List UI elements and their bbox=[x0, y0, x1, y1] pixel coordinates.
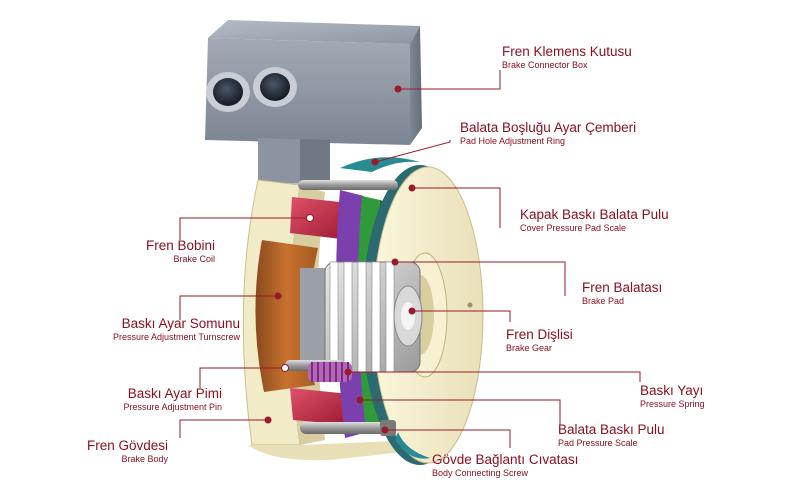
label-tr: Fren Dişlisi bbox=[506, 327, 573, 342]
label-turnscrew: Baskı Ayar Somunu Pressure Adjustment Tu… bbox=[113, 316, 240, 342]
cable-gland-icon bbox=[253, 67, 297, 107]
label-tr: Fren Balatası bbox=[582, 280, 663, 295]
label-en: Pad Pressure Scale bbox=[558, 437, 638, 448]
label-en: Brake Gear bbox=[506, 342, 553, 353]
label-tr: Balata Baskı Pulu bbox=[558, 422, 665, 437]
label-cover-pressure: Kapak Baskı Balata Pulu Cover Pressure P… bbox=[520, 207, 669, 233]
leader-dots bbox=[264, 85, 416, 434]
label-en: Body Connecting Screw bbox=[432, 467, 529, 478]
label-adjust-pin: Baskı Ayar Pimi Pressure Adjustment Pin bbox=[123, 386, 222, 412]
label-en: Brake Body bbox=[121, 453, 168, 464]
label-tr: Kapak Baskı Balata Pulu bbox=[520, 207, 669, 222]
label-pressure-spring: Baskı Yayı Pressure Spring bbox=[640, 383, 705, 409]
label-en: Cover Pressure Pad Scale bbox=[520, 222, 627, 233]
leader-lines bbox=[179, 70, 641, 448]
label-en: Brake Connector Box bbox=[502, 59, 588, 70]
label-tr: Balata Boşluğu Ayar Çemberi bbox=[460, 120, 637, 135]
label-tr: Fren Gövdesi bbox=[86, 438, 168, 453]
cable-gland-icon bbox=[206, 72, 250, 112]
label-en: Brake Coil bbox=[173, 253, 215, 264]
label-tr: Gövde Bağlantı Cıvatası bbox=[432, 452, 579, 467]
pressure-spring bbox=[308, 362, 352, 382]
label-en: Brake Pad bbox=[582, 295, 625, 306]
label-body-screw: Gövde Bağlantı Cıvatası Body Connecting … bbox=[432, 452, 578, 478]
brake-coil-lower bbox=[290, 388, 350, 425]
label-en: Pressure Adjustment Pin bbox=[123, 401, 222, 412]
connector-box bbox=[205, 20, 422, 185]
brake-gear bbox=[300, 261, 423, 373]
label-pad-hole-ring: Balata Boşluğu Ayar Çemberi Pad Hole Adj… bbox=[460, 120, 636, 146]
label-tr: Fren Klemens Kutusu bbox=[502, 44, 632, 59]
label-tr: Baskı Ayar Pimi bbox=[127, 386, 222, 401]
label-brake-body: Fren Gövdesi Brake Body bbox=[87, 438, 168, 464]
label-brake-gear: Fren Dişlisi Brake Gear bbox=[506, 327, 573, 353]
label-pad-pressure: Balata Baskı Pulu Pad Pressure Scale bbox=[558, 422, 665, 448]
cover-rod bbox=[298, 180, 398, 190]
brake-coil bbox=[290, 197, 350, 240]
label-brake-coil: Fren Bobini Brake Coil bbox=[146, 238, 215, 264]
label-brake-pad: Fren Balatası Brake Pad bbox=[582, 280, 662, 306]
label-en: Pressure Adjustment Turnscrew bbox=[112, 331, 240, 342]
label-tr: Baskı Yayı bbox=[640, 383, 704, 398]
label-tr: Baskı Ayar Somunu bbox=[121, 316, 240, 331]
label-en: Pressure Spring bbox=[640, 398, 705, 409]
label-en: Pad Hole Adjustment Ring bbox=[460, 135, 566, 146]
label-tr: Fren Bobini bbox=[145, 238, 215, 253]
label-connector-box: Fren Klemens Kutusu Brake Connector Box bbox=[502, 44, 632, 70]
pad-hole-adjustment-ring bbox=[340, 157, 420, 172]
body-connecting-screw bbox=[300, 420, 396, 436]
